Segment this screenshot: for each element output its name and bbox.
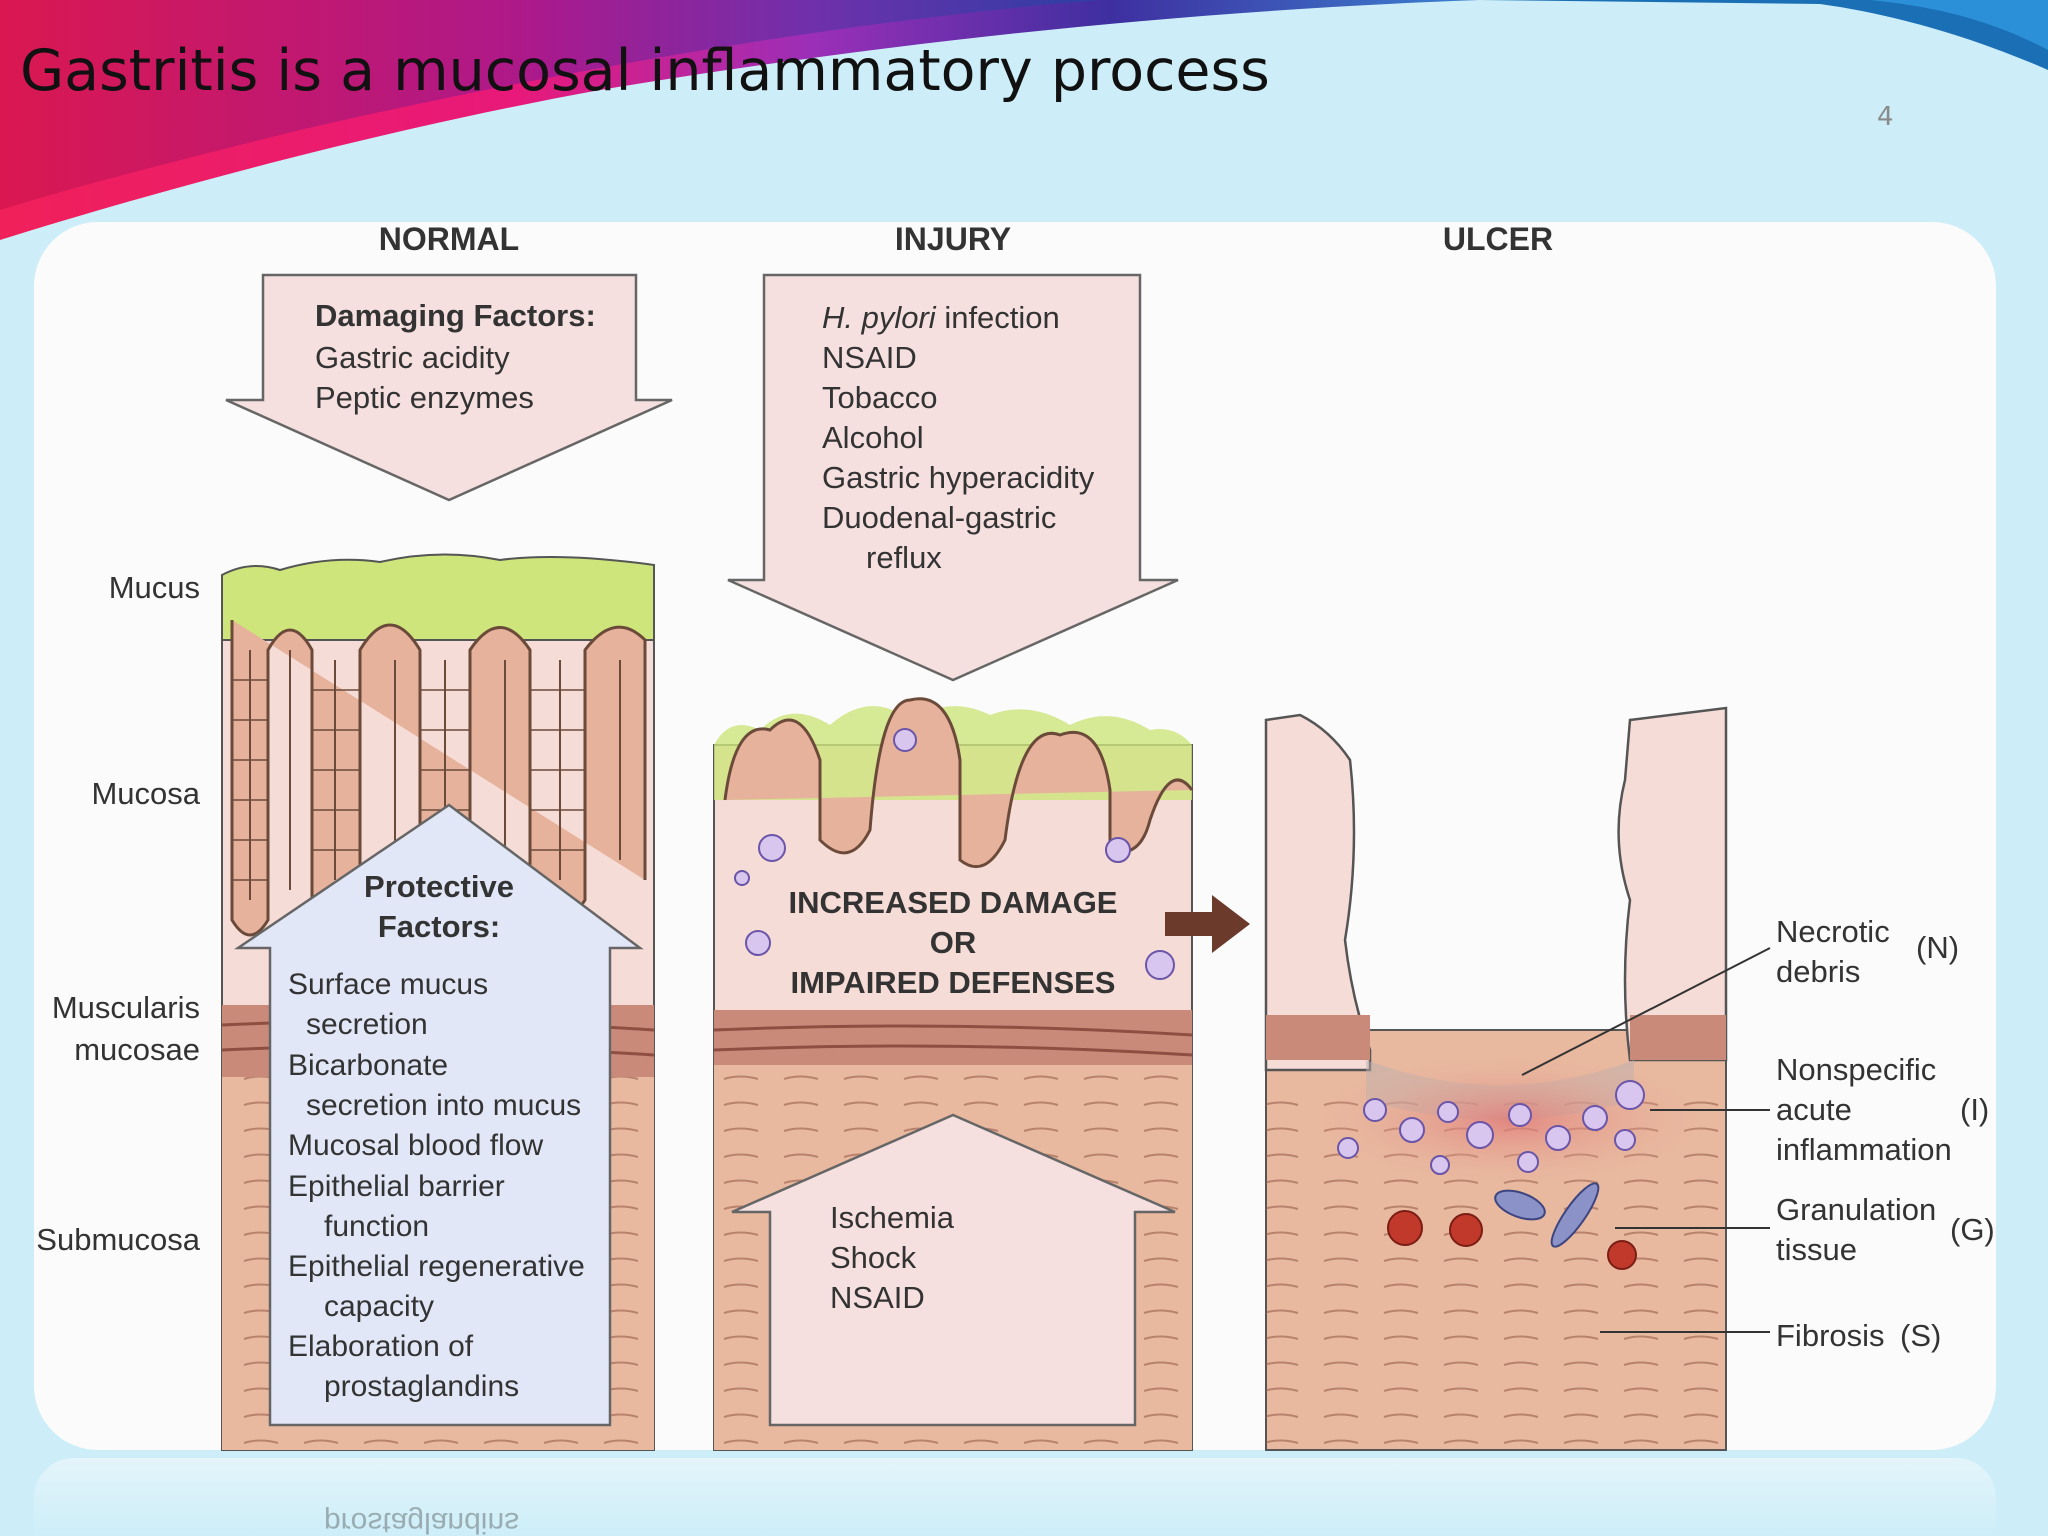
protective-factor-line: Mucosal blood flow <box>288 1129 543 1162</box>
page-number: 4 <box>1877 102 1894 132</box>
reflection-text: prostaglandins <box>324 1506 519 1536</box>
stage-normal-heading: NORMAL <box>379 221 519 257</box>
slide-title: Gastritis is a mucosal inflammatory proc… <box>20 38 1270 104</box>
protective-factors-heading: Factors: <box>378 909 500 944</box>
protective-factor-line: Bicarbonate <box>288 1049 448 1082</box>
ulcer-label-granulation: Granulation <box>1776 1192 1936 1227</box>
damaging-factor-item: Gastric acidity <box>315 340 510 375</box>
layer-label-mucosa: Mucosa <box>91 776 200 811</box>
injury-cause-item: Alcohol <box>822 420 924 455</box>
ulcer-label-inflammation: acute <box>1776 1092 1852 1127</box>
protective-factor-line: prostaglandins <box>324 1370 519 1403</box>
center-label-line: IMPAIRED DEFENSES <box>791 965 1116 1000</box>
injury-cause-item: NSAID <box>822 340 917 375</box>
injury-cause-first: H. pylori infection <box>822 300 1060 335</box>
stage-ulcer-heading: ULCER <box>1443 221 1553 257</box>
damaging-factor-item: Peptic enzymes <box>315 380 534 415</box>
layer-label-mucosae: mucosae <box>74 1032 200 1067</box>
protective-factor-line: Epithelial regenerative <box>288 1250 585 1283</box>
protective-factor-line: Epithelial barrier <box>288 1170 505 1203</box>
injury-cause-item: Duodenal-gastric <box>822 500 1056 535</box>
ulcer-label-inflammation: inflammation <box>1776 1132 1952 1167</box>
ulcer-label-inflammation: Nonspecific <box>1776 1052 1936 1087</box>
protective-factors-arrow <box>233 803 644 1427</box>
ulcer-tissue-column <box>1264 706 1771 1451</box>
ischemia-causes-arrow <box>731 1113 1176 1427</box>
ulcer-label-fibrosis: Fibrosis <box>1776 1318 1885 1353</box>
center-label-line: OR <box>930 925 977 960</box>
stage-injury-heading: INJURY <box>895 221 1011 257</box>
damaging-factors-arrow <box>225 273 673 502</box>
damaging-factors-heading: Damaging Factors: <box>315 298 596 333</box>
injury-cause-item: Gastric hyperacidity <box>822 460 1095 495</box>
layer-label-submucosa: Submucosa <box>36 1222 200 1257</box>
ulcer-label-code: (G) <box>1950 1212 1995 1247</box>
ulcer-label-granulation: tissue <box>1776 1232 1857 1267</box>
ulcer-label-code: (N) <box>1916 930 1959 965</box>
protective-factor-line: Surface mucus <box>288 968 488 1001</box>
protective-factors-heading: Protective <box>364 869 514 904</box>
ulcer-label-code: (I) <box>1960 1092 1989 1127</box>
injury-causes-arrow <box>727 273 1179 682</box>
progression-arrow-icon <box>1165 895 1250 953</box>
protective-factor-line: secretion <box>306 1008 428 1041</box>
protective-factor-line: function <box>324 1210 429 1243</box>
layer-label-mucus: Mucus <box>109 570 200 605</box>
protective-factor-line: Elaboration of <box>288 1330 474 1363</box>
panel-reflection <box>34 1458 1996 1536</box>
injury-cause-item: Tobacco <box>822 380 937 415</box>
layer-label-muscularis: Muscularis <box>52 990 200 1025</box>
ischemia-cause-item: Ischemia <box>830 1200 955 1235</box>
banner-accent <box>1480 0 2048 70</box>
center-label-line: INCREASED DAMAGE <box>789 885 1118 920</box>
ulcer-label-necrotic: Necrotic <box>1776 914 1890 949</box>
injury-cause-item: reflux <box>866 540 942 575</box>
protective-factor-line: capacity <box>324 1290 434 1323</box>
ischemia-cause-item: NSAID <box>830 1280 925 1315</box>
ulcer-label-code: (S) <box>1900 1318 1941 1353</box>
ulcer-label-necrotic: debris <box>1776 954 1860 989</box>
ischemia-cause-item: Shock <box>830 1240 917 1275</box>
protective-factor-line: secretion into mucus <box>306 1089 581 1122</box>
